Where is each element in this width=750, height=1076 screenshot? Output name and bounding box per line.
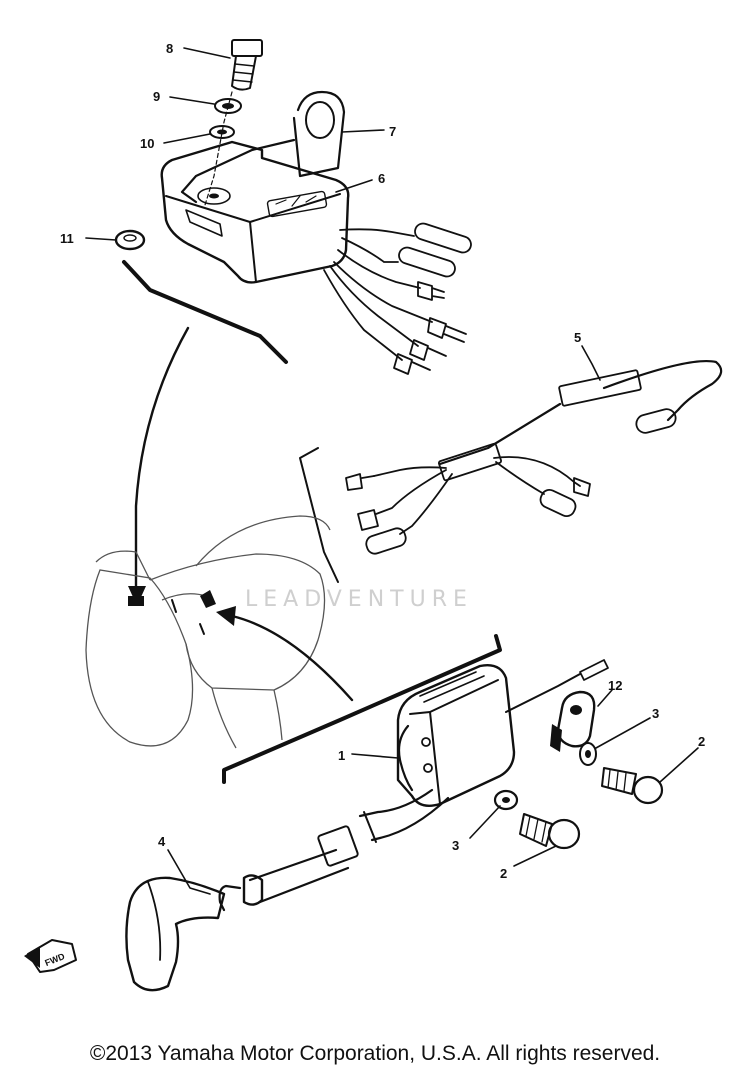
callout-8: 8 — [166, 41, 173, 56]
motorcycle-outline — [85, 515, 331, 749]
callout-numbers: 8 9 10 7 6 11 5 1 12 3 2 3 2 4 — [60, 41, 705, 881]
part-8-bolt — [231, 39, 263, 91]
ignition-parts-diagram: LEADVENTURE — [24, 39, 723, 992]
part-1-ignition-coil — [358, 659, 609, 843]
watermark-text: LEADVENTURE — [245, 587, 473, 612]
copyright-notice: ©2013 Yamaha Motor Corporation, U.S.A. A… — [89, 1042, 661, 1065]
callout-4: 4 — [158, 834, 166, 849]
connector-icon — [414, 222, 472, 254]
connector-icon — [417, 281, 445, 301]
coil-location-arrow — [216, 606, 354, 702]
part-2-bolt-lower — [519, 813, 581, 850]
callout-11: 11 — [60, 231, 74, 246]
leader-lines — [85, 47, 699, 895]
part-11-grommet — [114, 229, 146, 251]
part-7-bracket — [180, 90, 346, 204]
cdi-location-arrow — [128, 326, 190, 606]
part-6-cdi-unit — [160, 140, 350, 284]
callout-5: 5 — [574, 330, 581, 345]
fwd-arrow-icon: FWD — [24, 939, 77, 973]
part-4-plug-cap — [125, 825, 359, 992]
callout-9: 9 — [153, 89, 160, 104]
connector-icon — [393, 353, 431, 375]
part-3-washer-lower — [493, 789, 519, 811]
callout-6: 6 — [378, 171, 385, 186]
callout-2-lower: 2 — [500, 866, 507, 881]
connector-icon — [409, 339, 447, 361]
part-2-bolt-upper — [601, 767, 664, 805]
connector-icon — [427, 317, 467, 343]
callout-3-upper: 3 — [652, 706, 659, 721]
part-12-grommet — [550, 690, 596, 752]
callout-10: 10 — [140, 136, 154, 151]
callout-3-lower: 3 — [452, 838, 459, 853]
callout-1: 1 — [338, 748, 345, 763]
callout-12: 12 — [608, 678, 622, 693]
connector-icon — [398, 246, 456, 278]
callout-7: 7 — [389, 124, 396, 139]
part-10-washer — [209, 125, 235, 139]
callout-2-upper: 2 — [698, 734, 705, 749]
part-5-wire-harness — [299, 359, 723, 583]
part-6-wiring — [323, 222, 472, 375]
part-3-washer-upper — [579, 742, 597, 766]
